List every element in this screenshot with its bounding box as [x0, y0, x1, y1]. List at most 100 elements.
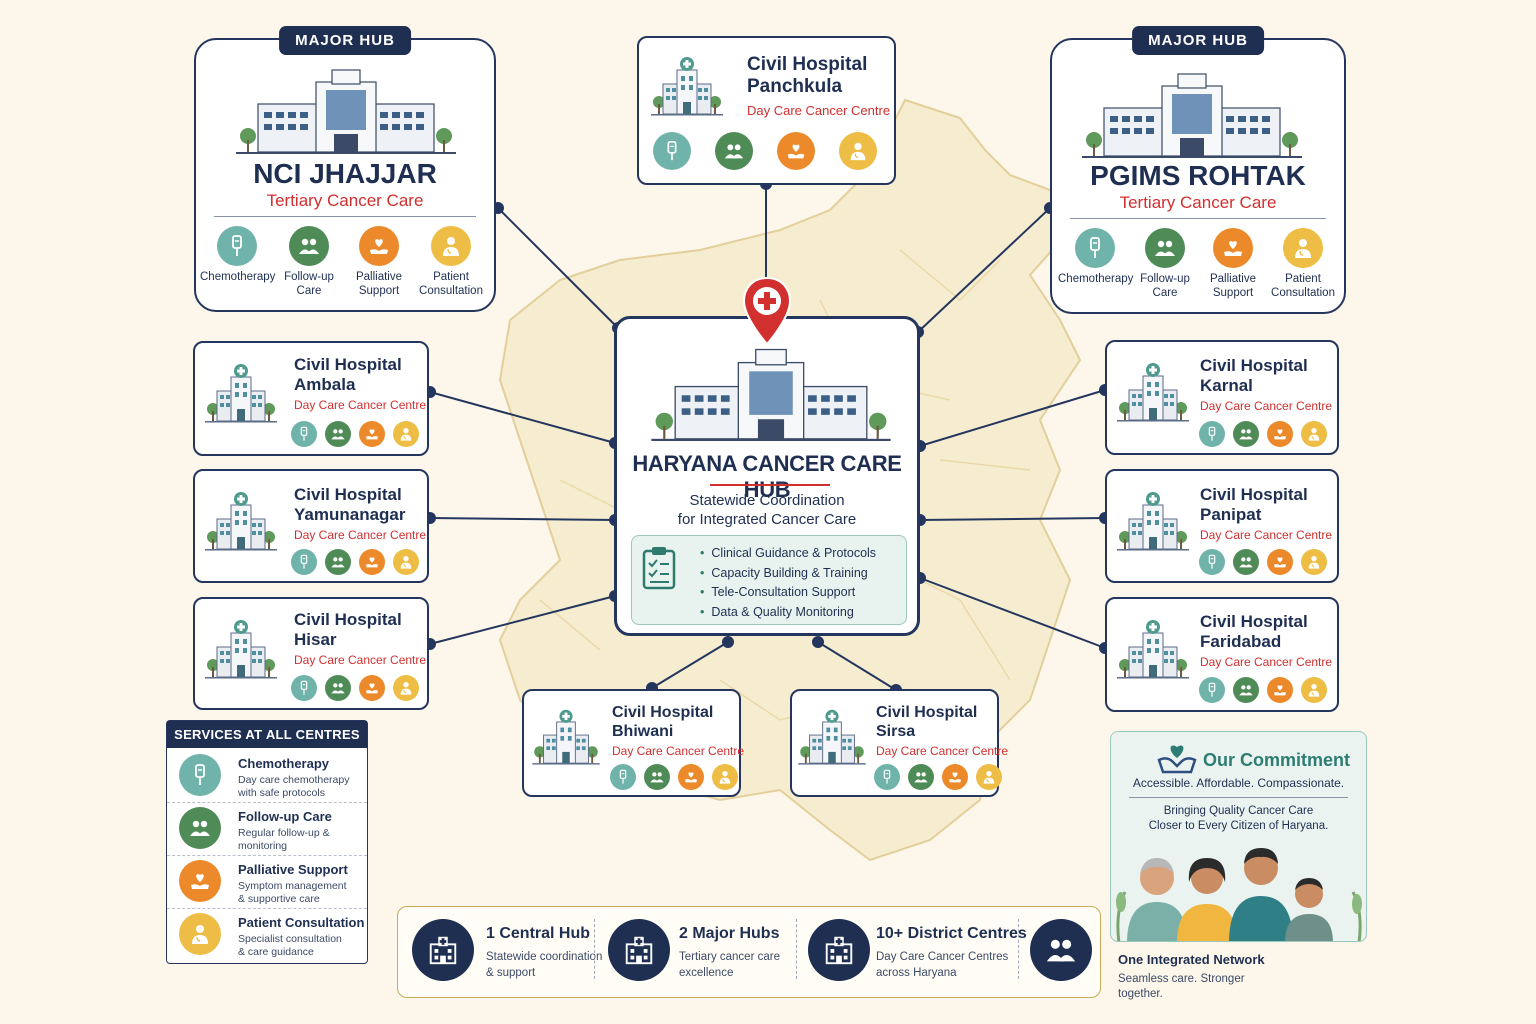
service-icons [1199, 421, 1327, 447]
heart-hand-icon [942, 764, 968, 790]
hub-functions-panel: Clinical Guidance & Protocols Capacity B… [631, 535, 907, 625]
doctor-icon [431, 226, 471, 266]
iv-drip-icon [1199, 421, 1225, 447]
heart-hand-icon [1267, 677, 1293, 703]
people-icon [644, 764, 670, 790]
stat-title: 2 Major Hubs [679, 925, 780, 942]
heart-hand-icon [1267, 421, 1293, 447]
list-item: Tele-Consultation Support [700, 583, 876, 603]
hub-name: PGIMS ROHTAK [1090, 160, 1306, 191]
divider [1018, 919, 1019, 979]
hub-card-nci-jhajjar[interactable]: MAJOR HUB NCI JHAJJAR Tertiary Cancer Ca… [194, 26, 496, 312]
list-item: Data & Quality Monitoring [700, 603, 876, 623]
people-icon [1030, 919, 1092, 981]
service-icons [1199, 549, 1327, 575]
doctor-icon [1301, 677, 1327, 703]
legend-item-consultation: Patient Consultation Specialist consulta… [167, 909, 367, 962]
people-icon [325, 421, 351, 447]
people-icon [1233, 677, 1259, 703]
doctor-icon [839, 132, 877, 170]
iv-drip-icon [1199, 549, 1225, 575]
divider [1070, 218, 1326, 219]
doctor-icon [976, 764, 1002, 790]
hospital-building-icon [201, 361, 281, 423]
doctor-icon [1283, 228, 1323, 268]
family-illustration [1116, 848, 1362, 941]
hospital-building-icon [647, 54, 727, 116]
commitment-title: Our Commitment [1203, 750, 1351, 770]
doctor-icon [393, 421, 419, 447]
doctor-icon [1301, 421, 1327, 447]
iv-drip-icon [291, 421, 317, 447]
service-icons [1199, 677, 1327, 703]
service-chemotherapy: Chemotherapy [200, 226, 275, 284]
people-icon [179, 807, 221, 849]
people-icon [1233, 549, 1259, 575]
service-icons [653, 132, 877, 170]
doctor-icon [712, 764, 738, 790]
hospital-building-icon [201, 617, 281, 679]
centre-type: Day Care Cancer Centre [876, 744, 1009, 758]
centre-type: Day Care Cancer Centre [294, 398, 427, 412]
title-underline [710, 484, 830, 486]
hospital-building-icon [201, 489, 281, 551]
iv-drip-icon [179, 754, 221, 796]
hospital-building-icon [1113, 360, 1193, 422]
stat-title: 10+ District Centres [876, 925, 1027, 942]
hospital-building-icon [528, 707, 604, 765]
hub-type: Tertiary Cancer Care [266, 191, 424, 210]
legend-item-palliative: Palliative Support Symptom management& s… [167, 856, 367, 909]
service-icons [874, 764, 1002, 790]
hub-functions-list: Clinical Guidance & Protocols Capacity B… [700, 544, 876, 622]
divider [214, 216, 476, 217]
people-icon [325, 675, 351, 701]
service-chemotherapy: Chemotherapy [1058, 228, 1133, 286]
hospital-building-icon [808, 919, 870, 981]
centre-type: Day Care Cancer Centre [1200, 528, 1333, 542]
centre-type: Day Care Cancer Centre [294, 528, 427, 542]
heart-hand-icon [1213, 228, 1253, 268]
central-hub-card[interactable]: HARYANA CANCER CARE HUB Statewide Coordi… [614, 316, 920, 636]
commitment-tagline: Accessible. Affordable. Compassionate. [1132, 776, 1345, 790]
hospital-building-icon [651, 343, 891, 441]
hospital-building-icon [608, 919, 670, 981]
hospital-building-icon [236, 64, 456, 154]
hub-card-pgims-rohtak[interactable]: MAJOR HUB PGIMS ROHTAK Tertiary Cancer C… [1050, 26, 1346, 314]
iv-drip-icon [874, 764, 900, 790]
iv-drip-icon [291, 549, 317, 575]
people-icon [289, 226, 329, 266]
people-icon [1145, 228, 1185, 268]
iv-drip-icon [291, 675, 317, 701]
hub-name: NCI JHAJJAR [253, 158, 437, 189]
commitment-panel: Our Commitment Accessible. Affordable. C… [1110, 731, 1367, 942]
iv-drip-icon [1199, 677, 1225, 703]
network-stats-bar: 1 Central Hub Statewide coordination& su… [397, 906, 1101, 998]
services-legend: SERVICES AT ALL CENTRES Chemotherapy Day… [166, 720, 368, 964]
major-hub-badge: MAJOR HUB [1132, 26, 1264, 55]
hospital-building-icon [1082, 68, 1302, 158]
iv-drip-icon [217, 226, 257, 266]
list-item: Capacity Building & Training [700, 564, 876, 584]
stat-desc: Statewide coordination& support [486, 951, 603, 979]
